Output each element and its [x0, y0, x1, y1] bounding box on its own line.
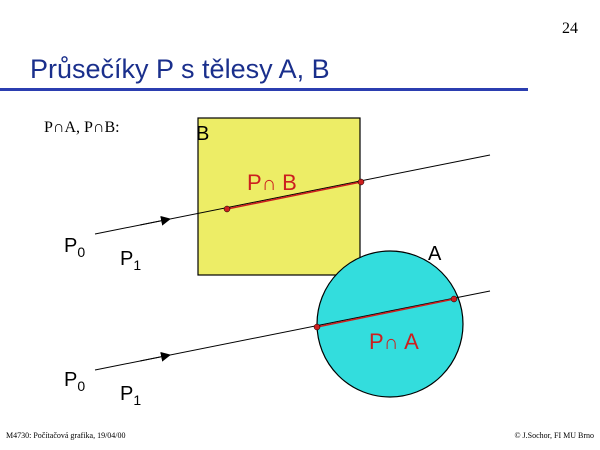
title-rule	[0, 88, 528, 91]
body-b-square	[197, 117, 361, 276]
intersection-a-label: P∩A	[369, 329, 419, 354]
ray-1-arrow	[139, 215, 171, 226]
intersection-b-exit-point	[357, 178, 365, 186]
body-a-label: A	[428, 243, 442, 265]
slide-number: 24	[562, 20, 578, 37]
ray-2-direction-label: P1	[120, 383, 141, 408]
intersection-b-label: P∩B	[247, 170, 297, 195]
intersection-a-exit-point	[450, 295, 458, 303]
ray-2-origin-label: P0	[64, 369, 85, 394]
footer-course: M4730: Počítačová grafika, 19/04/00	[6, 431, 126, 440]
ray-1-origin-label: P0	[64, 235, 85, 260]
intro-text: P∩A, P∩B:	[44, 119, 120, 136]
intersection-b-segment	[226, 181, 362, 210]
intersection-a-segment	[316, 298, 455, 328]
footer-author: © J.Sochor, FI MU Brno	[514, 431, 594, 440]
intersection-a-entry-point	[313, 323, 321, 331]
intersection-b-entry-point	[223, 205, 231, 213]
ray-1-direction-label: P1	[120, 248, 141, 273]
ray-2-arrow	[139, 351, 171, 362]
body-a-circle	[316, 250, 464, 398]
body-b-label: B	[196, 123, 209, 145]
slide-title: Průsečíky P s tělesy A, B	[30, 54, 330, 84]
